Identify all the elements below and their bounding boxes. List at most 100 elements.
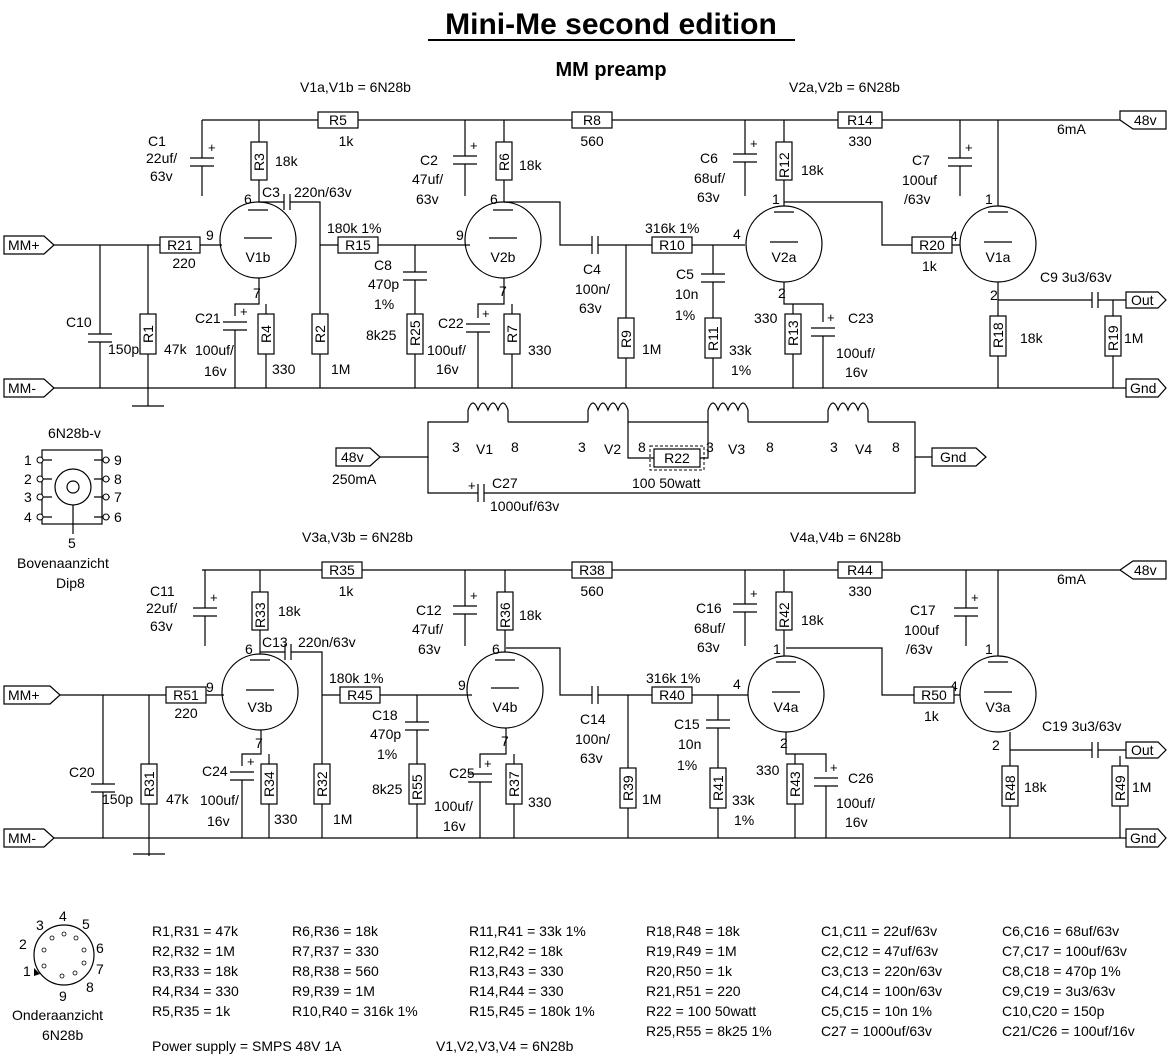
bom-item: C2,C12 = 47uf/63v (821, 943, 938, 959)
c6-plus: + (750, 136, 758, 151)
tube-v4a-grid (772, 661, 800, 693)
resistor-r45 (339, 686, 381, 704)
bom-item: C6,C16 = 68uf/63v (1002, 923, 1119, 939)
c2-value-b: 63v (416, 191, 439, 207)
r40-value: 316k 1% (646, 670, 700, 686)
c14-value-b: 63v (580, 750, 603, 766)
socket-pin-2 (36, 475, 44, 483)
port-out (1125, 291, 1167, 309)
capacitor-c8 (403, 245, 427, 388)
capacitor-c27 (427, 457, 916, 502)
r7-value: 330 (528, 342, 552, 358)
tube-v2a-grid (770, 211, 798, 243)
c2-value-a: 47uf/ (412, 171, 443, 187)
c10-label: C10 (66, 314, 92, 330)
r13-value: 330 (754, 310, 778, 326)
v3b-pin6: 6 (245, 641, 253, 657)
bom-item: R4,R34 = 330 (152, 983, 239, 999)
v1a-pin4: 4 (950, 228, 958, 244)
port-48v (1119, 110, 1167, 130)
v3b-cathode-wire (241, 730, 270, 838)
resistor-r37 (505, 763, 523, 805)
power-supply-note: Power supply = SMPS 48V 1A (152, 1038, 342, 1054)
c16-label: C16 (696, 600, 722, 616)
r51-value: 220 (174, 705, 198, 721)
r14-value: 330 (848, 133, 872, 149)
c16-plus: + (750, 586, 758, 601)
resistor-r34 (260, 763, 278, 805)
r34-value: 330 (274, 811, 298, 827)
resistor-r9 (617, 317, 635, 359)
tube-v3a (959, 655, 1037, 733)
c22-label: C22 (438, 315, 464, 331)
c21-plus: + (240, 304, 248, 319)
socket-bot-num-8: 8 (86, 979, 94, 995)
capacitor-c14 (506, 647, 748, 704)
r7-label: R7 (504, 325, 520, 343)
socket-bottom-caption-2: 6N28b (42, 1027, 83, 1043)
current-label: 6mA (1057, 571, 1086, 587)
r37-label: R37 (506, 771, 522, 797)
v3a-pin1: 1 (985, 641, 993, 657)
port-mm-plus (3, 235, 55, 255)
capacitor-c13 (260, 644, 323, 838)
c17-plus: + (971, 590, 979, 605)
r44-value: 330 (848, 583, 872, 599)
c11-plus: + (210, 590, 218, 605)
c4-value-a: 100n/ (575, 281, 610, 297)
capacitor-c17 (954, 570, 978, 646)
socket-top-num-4: 4 (24, 509, 32, 525)
tube-v2b-grid (489, 209, 517, 239)
heater-pin8-a: 8 (511, 439, 519, 455)
c24-value-a: 100uf/ (200, 792, 239, 808)
capacitor-c20 (91, 695, 115, 838)
heater-port-gnd (931, 447, 987, 467)
tube-v3b-grid (246, 659, 274, 691)
bom-item: C3,C13 = 220n/63v (821, 963, 942, 979)
bom-item: R10,R40 = 316k 1% (292, 1003, 418, 1019)
socket-top-name: 6N28b-v (48, 425, 101, 441)
tube-v2a (745, 205, 823, 283)
resistor-r20 (911, 236, 953, 254)
r12-value: 18k (801, 162, 825, 178)
r37-value: 330 (528, 794, 552, 810)
r8-value: 560 (580, 133, 604, 149)
r19-label: R19 (1105, 325, 1121, 351)
r5-label: R5 (329, 112, 347, 128)
tube-v4b-grid (491, 659, 519, 689)
socket-pin-9 (102, 456, 110, 464)
heater-pin3-b: 3 (578, 439, 586, 455)
r20-value: 1k (922, 258, 938, 274)
c18-label: C18 (372, 707, 398, 723)
socket-top-pins (37, 459, 110, 534)
resistor-r25 (406, 313, 424, 355)
port-gnd-label: Gnd (1130, 380, 1156, 396)
bom-column-5: C1,C11 = 22uf/63v C2,C12 = 47uf/63v C3,C… (821, 923, 942, 1039)
v2b-pin7: 7 (499, 283, 507, 299)
port-mm-minus-label: MM- (8, 830, 36, 846)
r21-value: 220 (172, 255, 196, 271)
r18-value: 18k (1020, 330, 1044, 346)
heater-v4-label: V4 (855, 441, 872, 457)
bom-item: R18,R48 = 18k (646, 923, 741, 939)
bom-item: R12,R42 = 18k (469, 943, 564, 959)
socket-bot-num-4: 4 (59, 908, 67, 924)
c19-label: C19 3u3/63v (1042, 718, 1121, 734)
r4-label: R4 (258, 325, 274, 343)
r42-value: 18k (801, 612, 825, 628)
tube-v1a-grid (984, 211, 1012, 243)
capacitor-c7 (948, 120, 972, 196)
c20-label: C20 (69, 764, 95, 780)
c11-value-a: 22uf/ (146, 600, 177, 616)
r22-value: 100 50watt (632, 475, 701, 491)
capacitor-c11 (193, 570, 217, 646)
bom-item: R22 = 100 50watt (646, 1003, 756, 1019)
heater-pin8-c: 8 (766, 439, 774, 455)
c10-value: 150p (108, 341, 139, 357)
v2a-pin1: 1 (772, 191, 780, 207)
r20-label: R20 (919, 237, 945, 253)
c25-value-a: 100uf/ (434, 798, 473, 814)
port-gnd (1125, 828, 1167, 848)
r10-label: R10 (659, 237, 685, 253)
tube-v1b (219, 201, 297, 279)
